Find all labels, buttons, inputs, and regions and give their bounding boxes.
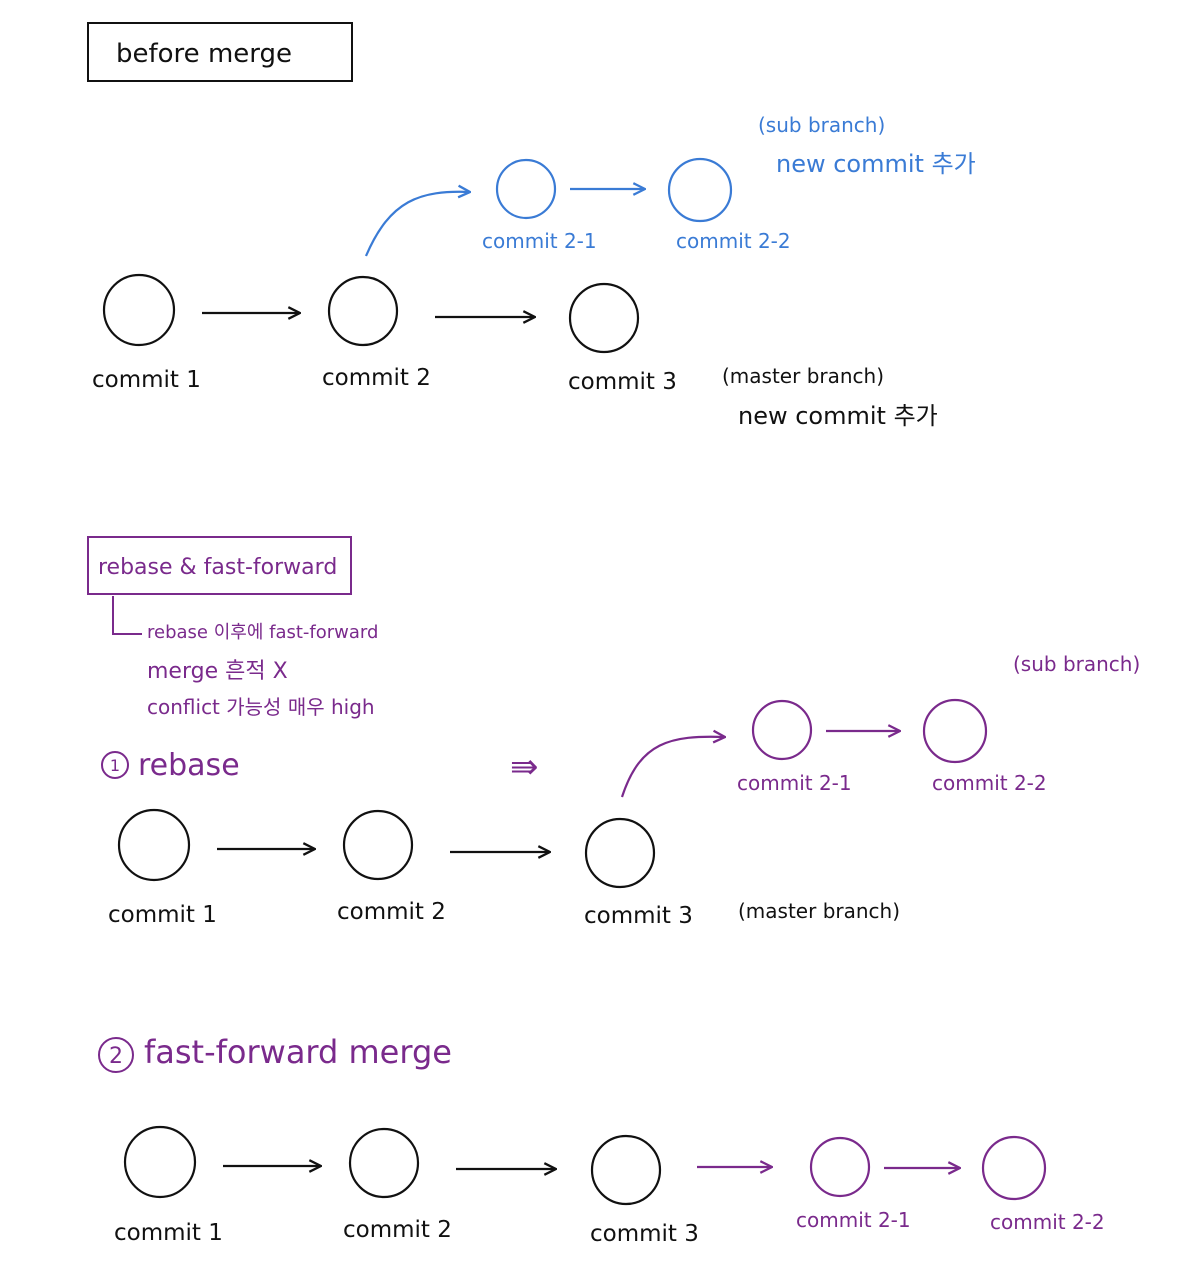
commit-2-2-label: commit 2-2 [932, 771, 1047, 795]
sub-branch-label: (sub branch) [758, 113, 885, 137]
commit-3-label: commit 3 [568, 369, 677, 395]
commit-2-label: commit 2 [337, 899, 446, 925]
commit-2-2-label: commit 2-2 [676, 229, 791, 253]
commit-2-1-node [751, 699, 813, 761]
step-1-circle [101, 751, 129, 779]
note-connector [112, 596, 142, 635]
commit-1-label: commit 1 [108, 902, 217, 928]
commit-2-2-node [981, 1135, 1047, 1201]
commit-1-label: commit 1 [114, 1220, 223, 1246]
commit-2-node [327, 275, 399, 347]
commit-1-node [102, 273, 176, 347]
commit-2-1-label: commit 2-1 [796, 1208, 911, 1232]
step-1-number: 1 [110, 756, 120, 775]
commit-2-2-label: commit 2-2 [990, 1210, 1105, 1234]
commit-2-1-node [495, 158, 557, 220]
before-merge-title: before merge [116, 39, 292, 69]
master-branch-label: (master branch) [722, 364, 884, 388]
note-line-1: rebase 이후에 fast-forward [147, 622, 378, 643]
commit-3-node [590, 1134, 662, 1206]
commit-3-node [568, 282, 640, 354]
branch-curve-arrow [364, 192, 470, 257]
commit-2-2-node [922, 698, 988, 764]
fast-forward-section: 2 fast-forward merge commit 1 commit 2 c… [98, 1033, 1105, 1247]
commit-2-1-label: commit 2-1 [737, 771, 852, 795]
note-line-2: merge 흔적 X [147, 659, 288, 684]
commit-1-node [117, 808, 191, 882]
step-2-circle [98, 1037, 134, 1073]
commit-3-node [584, 817, 656, 889]
commit-2-1-label: commit 2-1 [482, 229, 597, 253]
commit-2-2-node [667, 157, 733, 223]
step-2-number: 2 [109, 1044, 123, 1069]
commit-1-node [123, 1125, 197, 1199]
rebase-title: rebase & fast-forward [98, 555, 337, 580]
commit-2-node [348, 1127, 420, 1199]
note-line-3: conflict 가능성 매우 high [147, 695, 375, 719]
sub-new-commit-label: new commit 추가 [776, 150, 976, 178]
commit-3-label: commit 3 [584, 903, 693, 929]
commit-3-label: commit 3 [590, 1221, 699, 1247]
branch-curve-arrow [620, 737, 725, 798]
commit-2-node [342, 809, 414, 881]
rebase-title-box [87, 536, 352, 595]
master-branch-label: (master branch) [738, 899, 900, 923]
sub-branch-label: (sub branch) [1013, 652, 1140, 676]
commit-2-1-node [809, 1136, 871, 1198]
before-merge-section: before merge (sub branch) new commit 추가 … [87, 22, 976, 430]
master-new-commit-label: new commit 추가 [738, 402, 938, 430]
step-2-title: fast-forward merge [144, 1033, 452, 1071]
commit-1-label: commit 1 [92, 367, 201, 393]
before-merge-title-box [87, 22, 353, 82]
rebase-section: rebase & fast-forward rebase 이후에 fast-fo… [87, 536, 1140, 929]
commit-2-label: commit 2 [343, 1217, 452, 1243]
step-1-title: rebase [138, 748, 240, 783]
commit-2-label: commit 2 [322, 365, 431, 391]
transition-arrow-icon: ⇛ [510, 747, 539, 787]
